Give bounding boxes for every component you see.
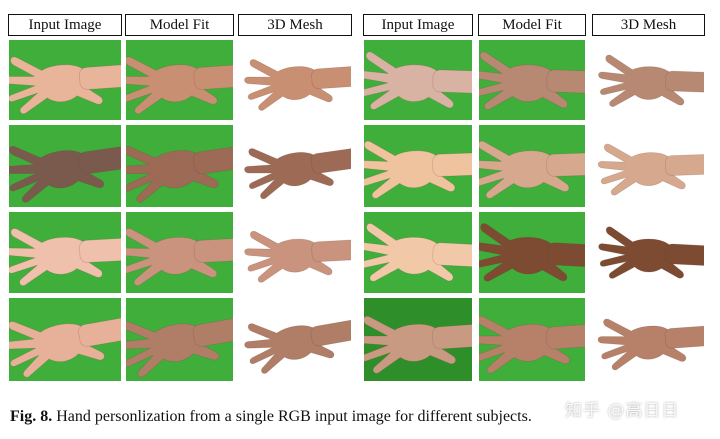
header-3d-mesh-right: 3D Mesh <box>592 14 705 36</box>
mesh-cell-right-row-4 <box>592 297 705 382</box>
mesh-cell-right-row-3 <box>592 211 705 294</box>
photo-cell-right-row-3 <box>363 211 473 294</box>
fit-cell-left-row-4 <box>125 297 234 382</box>
header-model-fit-right: Model Fit <box>478 14 586 36</box>
fit-hand-image <box>479 40 585 120</box>
fit-cell-right-row-3 <box>478 211 586 294</box>
mesh-hand-image <box>593 40 704 120</box>
mesh-hand-image <box>239 125 351 207</box>
caption-text: Hand personlization from a single RGB in… <box>56 408 532 425</box>
fit-hand-image <box>479 212 585 293</box>
fit-hand-image <box>126 212 233 293</box>
photo-hand-image <box>9 40 121 120</box>
mesh-cell-right-row-2 <box>592 124 705 208</box>
photo-hand-image <box>364 40 472 120</box>
photo-hand-image <box>9 125 121 207</box>
mesh-hand-image <box>239 298 351 381</box>
photo-cell-right-row-1 <box>363 39 473 121</box>
photo-hand-image <box>364 212 472 293</box>
header-3d-mesh-left: 3D Mesh <box>238 14 352 36</box>
mesh-cell-left-row-3 <box>238 211 352 294</box>
mesh-hand-image <box>593 125 704 207</box>
header-input-image-right: Input Image <box>363 14 473 36</box>
photo-hand-image <box>9 298 121 381</box>
fit-hand-image <box>126 40 233 120</box>
figure-caption: Fig. 8.Hand personlization from a single… <box>10 408 532 426</box>
photo-hand-image <box>364 298 472 381</box>
fit-hand-image <box>126 125 233 207</box>
photo-cell-left-row-3 <box>8 211 122 294</box>
mesh-cell-right-row-1 <box>592 39 705 121</box>
mesh-cell-left-row-4 <box>238 297 352 382</box>
fit-cell-left-row-1 <box>125 39 234 121</box>
watermark: 知乎 @高日日 <box>565 401 680 421</box>
mesh-hand-image <box>593 298 704 381</box>
caption-label: Fig. 8. <box>10 408 53 425</box>
fit-hand-image <box>479 298 585 381</box>
photo-cell-left-row-1 <box>8 39 122 121</box>
header-input-image-left: Input Image <box>8 14 122 36</box>
mesh-hand-image <box>239 212 351 293</box>
mesh-hand-image <box>593 212 704 293</box>
photo-cell-right-row-4 <box>363 297 473 382</box>
photo-hand-image <box>364 125 472 207</box>
fit-hand-image <box>479 125 585 207</box>
fit-cell-right-row-4 <box>478 297 586 382</box>
mesh-hand-image <box>239 40 351 120</box>
mesh-cell-left-row-2 <box>238 124 352 208</box>
photo-hand-image <box>9 212 121 293</box>
fit-cell-left-row-3 <box>125 211 234 294</box>
fit-hand-image <box>126 298 233 381</box>
header-model-fit-left: Model Fit <box>125 14 234 36</box>
photo-cell-left-row-2 <box>8 124 122 208</box>
photo-cell-right-row-2 <box>363 124 473 208</box>
photo-cell-left-row-4 <box>8 297 122 382</box>
fit-cell-right-row-1 <box>478 39 586 121</box>
mesh-cell-left-row-1 <box>238 39 352 121</box>
fit-cell-left-row-2 <box>125 124 234 208</box>
fit-cell-right-row-2 <box>478 124 586 208</box>
